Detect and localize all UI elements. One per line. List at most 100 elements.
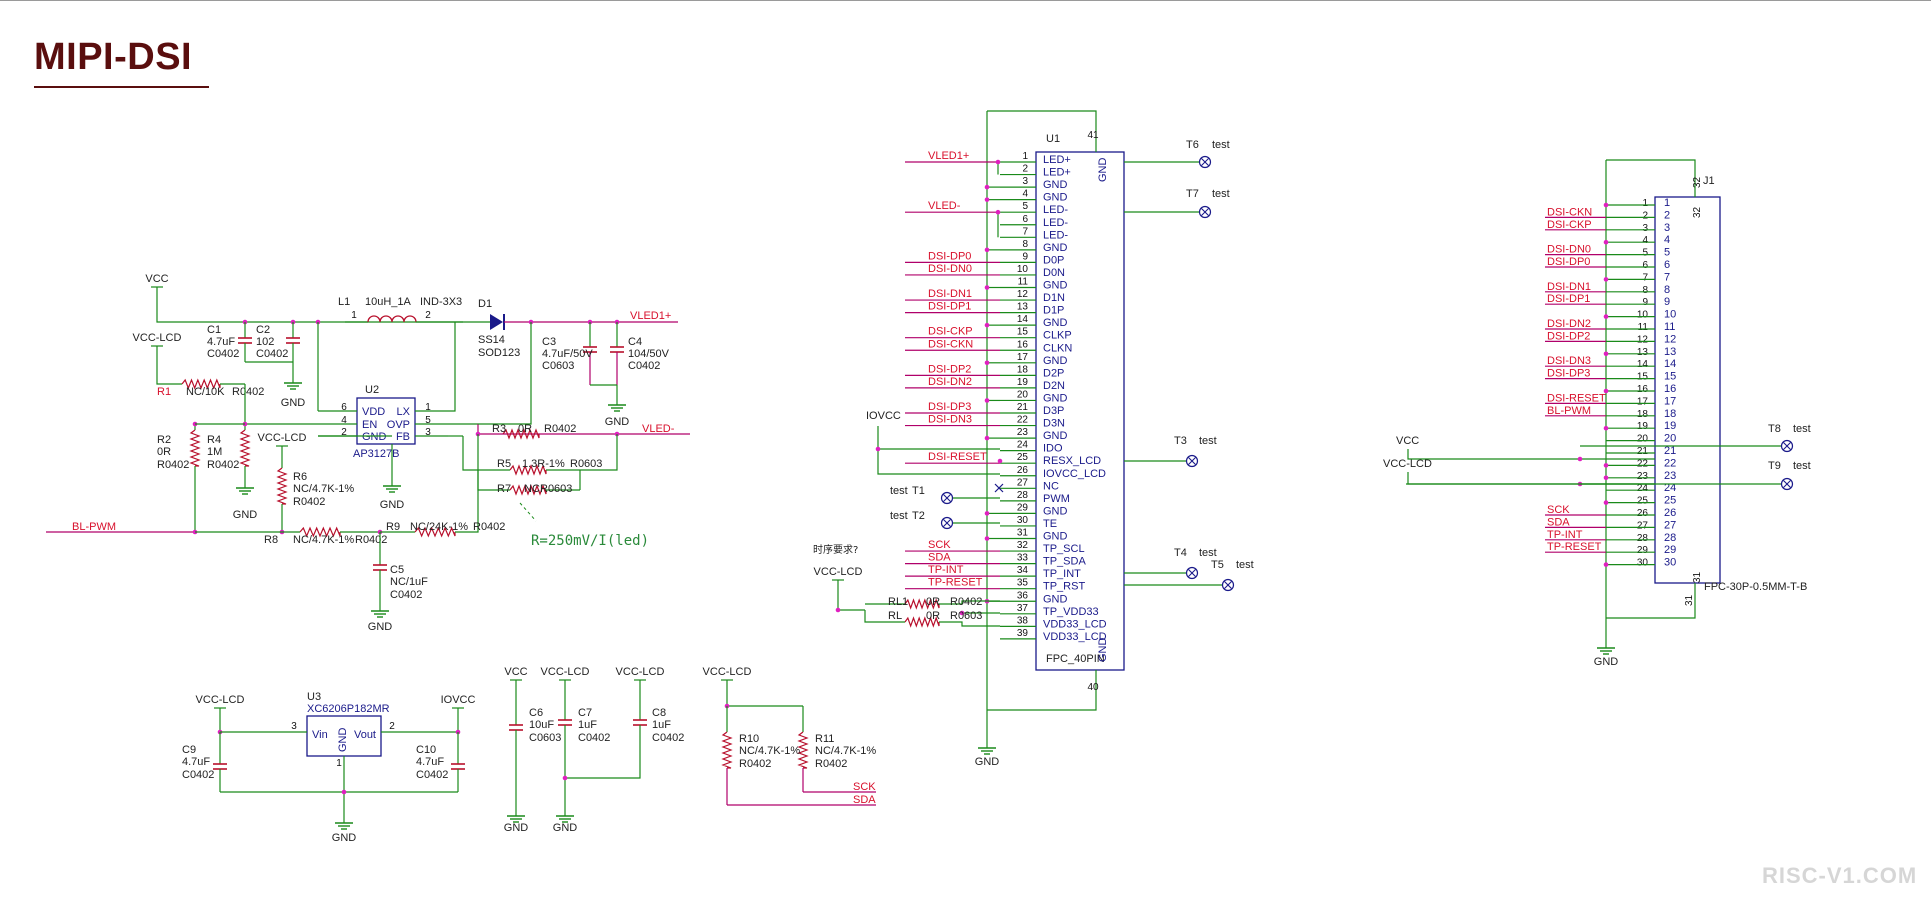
U2-pin-num: 1 xyxy=(425,402,431,413)
R6-value: NC/4.7K-1% xyxy=(293,483,354,495)
test-point-cross xyxy=(1201,158,1209,166)
U1-pin-num-6: 6 xyxy=(1022,214,1028,225)
C6-ref: C6 xyxy=(529,707,543,719)
U1-pin-41: 41 xyxy=(1087,130,1099,141)
U1-pin-num-37: 37 xyxy=(1017,603,1029,614)
U1-pin-num-10: 10 xyxy=(1017,264,1029,275)
J1-pin-inner-17: 17 xyxy=(1664,395,1676,407)
U1-pin-name-11: GND xyxy=(1043,280,1068,292)
U1-pin-num-4: 4 xyxy=(1022,189,1028,200)
power-label: VCC-LCD xyxy=(616,666,665,678)
U1-pin-name-39: VDD33_LCD xyxy=(1043,631,1107,643)
title-underline xyxy=(34,86,209,88)
U1-pin-name-6: LED- xyxy=(1043,217,1068,229)
T4-label: test xyxy=(1199,547,1217,559)
T8-label: test xyxy=(1793,423,1811,435)
junction-dot xyxy=(1603,202,1609,208)
U1-pin-name-26: IOVCC_LCD xyxy=(1043,468,1106,480)
U1-net-34: TP-INT xyxy=(928,564,964,576)
U1-pin-name-12: D1N xyxy=(1043,292,1065,304)
J1-pin-num-15: 15 xyxy=(1637,372,1649,383)
J1-pin-inner-19: 19 xyxy=(1664,420,1676,432)
J1-pin-num-30: 30 xyxy=(1637,558,1649,569)
J1-pin-num-1: 1 xyxy=(1642,198,1648,209)
U1-net-22: DSI-DN3 xyxy=(928,414,972,426)
C3-package: C0603 xyxy=(542,360,574,372)
RL2-ref: RL xyxy=(888,610,902,622)
J1-ref: J1 xyxy=(1703,175,1715,187)
U1-pin-num-22: 22 xyxy=(1017,415,1029,426)
U2-pin-name: GND xyxy=(362,431,387,443)
C9-value: 4.7uF xyxy=(182,756,210,768)
junction-dot xyxy=(1603,475,1609,481)
power-label: VCC-LCD xyxy=(258,432,307,444)
U1-pin-num-36: 36 xyxy=(1017,590,1029,601)
J1-net-2: DSI-CKN xyxy=(1547,206,1592,218)
J1-pin31: 31 xyxy=(1684,594,1695,606)
J1-pin-num-19: 19 xyxy=(1637,421,1649,432)
power-label: VCC-LCD xyxy=(541,666,590,678)
RL1-ref: RL1 xyxy=(888,596,908,608)
junction-dot xyxy=(1603,500,1609,505)
R2-package: R0402 xyxy=(157,459,189,471)
U1-pin-name-7: LED- xyxy=(1043,229,1068,241)
J1-vcc-label: VCC xyxy=(1396,435,1419,447)
U1-pin-num-29: 29 xyxy=(1017,502,1029,513)
junction-dot xyxy=(562,775,568,781)
gnd-label-r4: GND xyxy=(233,509,258,521)
U3-vout: Vout xyxy=(354,729,376,741)
J1-pin-inner-27: 27 xyxy=(1664,519,1676,531)
C2-ref: C2 xyxy=(256,324,270,336)
C7-value: 1uF xyxy=(578,719,597,731)
U1-pin-num-21: 21 xyxy=(1017,402,1029,413)
U1-pin-name-14: GND xyxy=(1043,317,1068,329)
T9-label: test xyxy=(1793,460,1811,472)
R3-package: R0402 xyxy=(544,423,576,435)
U1-pin-num-19: 19 xyxy=(1017,377,1029,388)
R5-ref: R5 xyxy=(497,458,511,470)
U1-pin-num-32: 32 xyxy=(1017,540,1029,551)
U1-net-16: DSI-CKN xyxy=(928,338,973,350)
J1-pin-inner-26: 26 xyxy=(1664,507,1676,519)
U1-net-5: VLED- xyxy=(928,200,961,212)
wire xyxy=(987,110,1097,152)
U1-pin-num-17: 17 xyxy=(1017,352,1029,363)
wire xyxy=(565,725,641,779)
U3-gnd-pin-name: GND xyxy=(337,728,349,753)
J1-net-26: SCK xyxy=(1547,504,1570,516)
U1-pin-num-3: 3 xyxy=(1022,176,1028,187)
U1-pin-name-25: RESX_LCD xyxy=(1043,455,1101,467)
J1-pin-inner-29: 29 xyxy=(1664,544,1676,556)
U1-gnd-bottom: GND xyxy=(1097,638,1109,663)
U2-ref: U2 xyxy=(365,384,379,396)
J1-net-11: DSI-DN2 xyxy=(1547,318,1591,330)
T5-label: test xyxy=(1236,559,1254,571)
U1-net-18: DSI-DP2 xyxy=(928,363,971,375)
U1-pin-num-34: 34 xyxy=(1017,565,1029,576)
net-VLED1plus: VLED1+ xyxy=(630,310,671,322)
U1-part: FPC_40PIN xyxy=(1046,653,1105,665)
wire xyxy=(462,436,478,471)
U2-pin-name: FB xyxy=(396,431,410,443)
J1-net-9: DSI-DP1 xyxy=(1547,293,1590,305)
resistor-RL2 xyxy=(904,616,940,628)
junction-dot xyxy=(984,197,990,202)
gnd-label-u3: GND xyxy=(332,832,357,844)
J1-net-29: TP-RESET xyxy=(1547,541,1602,553)
J1-pin-inner-6: 6 xyxy=(1664,259,1670,271)
R1-ref: R1 xyxy=(157,386,171,398)
test-point-cross xyxy=(1188,457,1196,465)
power-label: VCC-LCD xyxy=(703,666,752,678)
J1-net-6: DSI-DP0 xyxy=(1547,256,1590,268)
D1-ref: D1 xyxy=(478,298,492,310)
U1-pin-name-32: TP_SCL xyxy=(1043,543,1085,555)
connector-J1-body xyxy=(1654,196,1721,584)
U1-pin-num-2: 2 xyxy=(1022,164,1028,175)
U1-pin-num-38: 38 xyxy=(1017,615,1029,626)
U1-pin-name-23: GND xyxy=(1043,430,1068,442)
J1-net-3: DSI-CKP xyxy=(1547,219,1592,231)
junction-dot xyxy=(984,184,990,190)
U1-pin-name-37: TP_VDD33 xyxy=(1043,606,1099,618)
U1-net-21: DSI-DP3 xyxy=(928,401,971,413)
T8-ref: T8 xyxy=(1768,423,1781,435)
